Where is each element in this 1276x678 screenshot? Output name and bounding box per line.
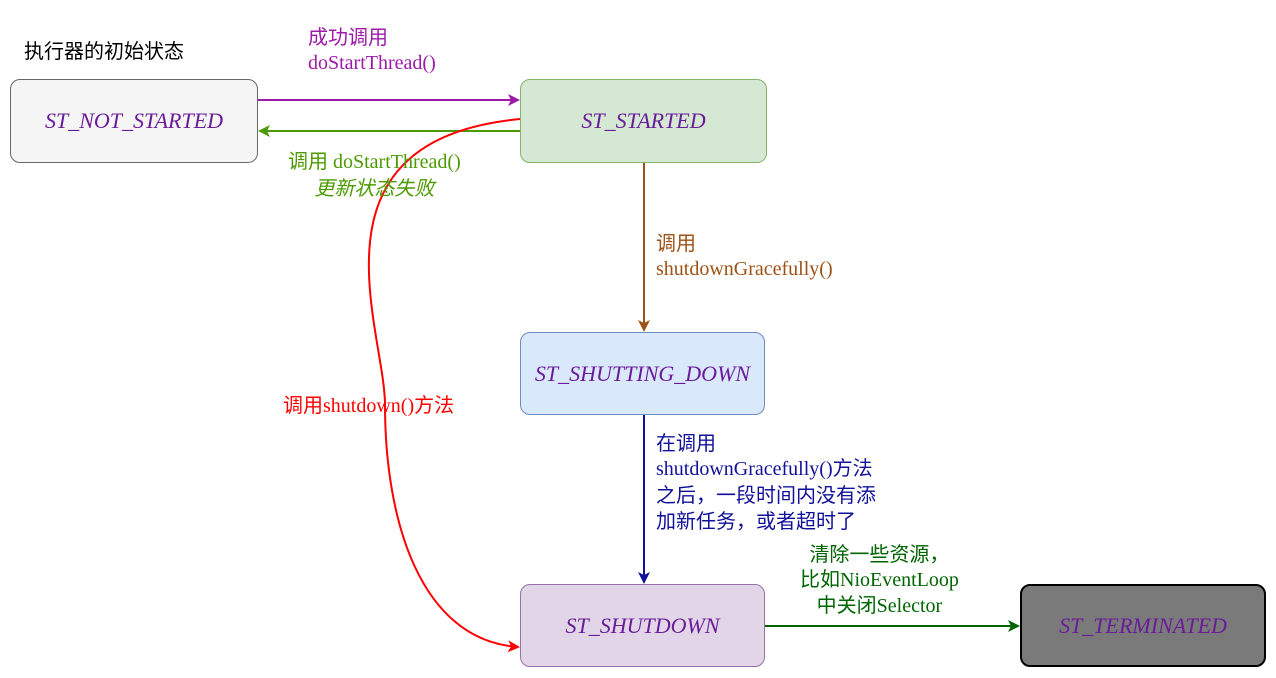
label-start-fail: 调用 doStartThread() 更新状态失败 — [288, 149, 461, 201]
state-shutting-down: ST_SHUTTING_DOWN — [520, 332, 765, 415]
state-terminated: ST_TERMINATED — [1020, 584, 1266, 667]
label-start-fail-line1: 调用 doStartThread() — [288, 151, 461, 173]
state-started: ST_STARTED — [520, 79, 767, 163]
label-graceful-done: 在调用 shutdownGracefully()方法 之后，一段时间内没有添 加… — [656, 430, 876, 534]
label-graceful-done-line1: 在调用 — [656, 431, 716, 455]
label-start-success-line2: doStartThread() — [308, 52, 436, 74]
initial-state-note: 执行器的初始状态 — [24, 39, 184, 63]
state-not-started: ST_NOT_STARTED — [10, 79, 258, 163]
label-terminate-line2: 比如NioEventLoop — [800, 569, 959, 591]
label-graceful-done-line2: shutdownGracefully()方法 — [656, 458, 873, 480]
label-graceful-line2: shutdownGracefully() — [656, 258, 833, 280]
state-shutdown: ST_SHUTDOWN — [520, 584, 765, 667]
label-terminate: 清除一些资源， 比如NioEventLoop 中关闭Selector — [800, 541, 959, 619]
label-start-success: 成功调用 doStartThread() — [308, 24, 436, 76]
label-graceful: 调用 shutdownGracefully() — [656, 230, 833, 282]
label-start-fail-line2: 更新状态失败 — [314, 176, 435, 200]
label-terminate-line1: 清除一些资源， — [809, 542, 950, 566]
label-shutdown-direct: 调用shutdown()方法 — [283, 393, 454, 419]
label-graceful-done-line3: 之后，一段时间内没有添 — [656, 483, 876, 507]
label-start-success-line1: 成功调用 — [308, 25, 388, 49]
label-graceful-line1: 调用 — [656, 231, 696, 255]
label-graceful-done-line4: 加新任务，或者超时了 — [656, 509, 856, 533]
arrow-shutdown-direct — [367, 118, 521, 653]
label-shutdown-direct-line1: 调用shutdown()方法 — [283, 395, 455, 417]
label-terminate-line3: 中关闭Selector — [816, 595, 943, 617]
